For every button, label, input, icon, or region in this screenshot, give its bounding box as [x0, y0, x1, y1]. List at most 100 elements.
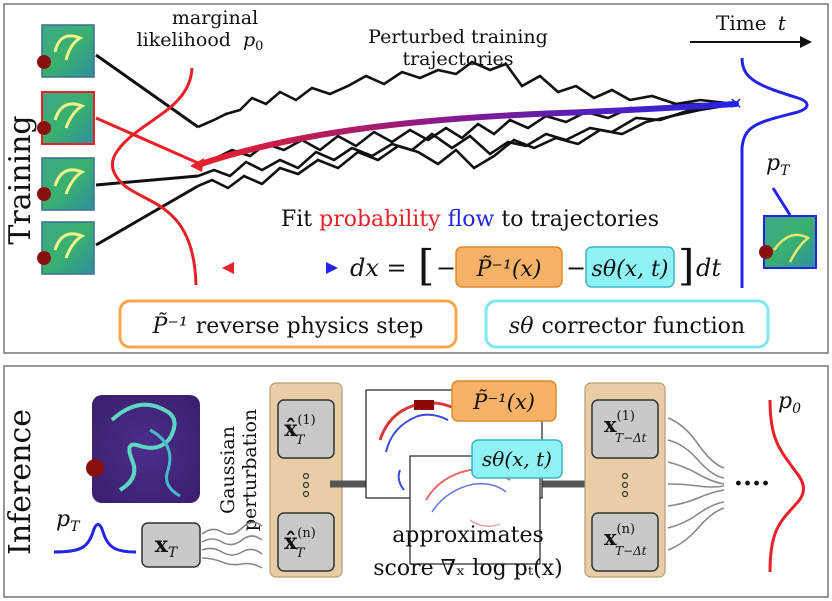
output-sample-1-sup: (1): [617, 409, 635, 424]
output-arrows: [667, 417, 725, 551]
approximates-line1: approximates: [392, 523, 544, 548]
equation-corrector-term: sθ(x, t): [592, 257, 669, 282]
flow-direction-arrow-right-head: [326, 262, 338, 274]
inference-corrector-tag: [471, 439, 563, 479]
xT-box: [141, 522, 201, 568]
marginal-sub: 0: [255, 39, 263, 54]
equation-dt: dt: [696, 254, 721, 282]
equation-corrector-box: [585, 246, 675, 288]
perturbed-sample-n-group: x̂(n) T: [284, 526, 316, 561]
output-sample-1-box: [591, 399, 659, 459]
fit-suffix: to trajectories: [494, 207, 659, 232]
perturbed-sample-1-sub: T: [296, 433, 306, 448]
output-sample-n-label: x: [604, 525, 617, 550]
time-arrow-head: [800, 36, 812, 48]
output-sample-1-label: x: [604, 412, 617, 437]
terminal-distribution-curve: [740, 57, 809, 288]
inference-pT-symbol: p: [56, 507, 70, 532]
legend-corrector-text: corrector function: [541, 314, 745, 339]
terminal-state-image: [86, 395, 200, 503]
time-label: Time: [716, 11, 767, 35]
inference-pT-group: pT: [56, 507, 81, 535]
flow-end-marker: ✕: [729, 94, 742, 113]
inference-p0-curve: [768, 399, 805, 573]
output-sample-n-box: [591, 512, 659, 572]
fit-word-probability: probability: [319, 207, 441, 232]
sample-thumbnail-highlighted: [37, 91, 95, 145]
pT-sub: T: [780, 163, 791, 179]
approximates-line2: score ∇ₓ log pₜ(x): [373, 556, 563, 581]
output-ellipsis: [621, 472, 629, 498]
sample-connector-highlighted: [95, 116, 199, 165]
probability-flow-curve: [195, 101, 739, 168]
legend-corrector-symbol: sθ: [509, 314, 534, 339]
perturbed-sample-n-sub: T: [296, 546, 306, 561]
fit-word-flow: flow: [448, 207, 495, 232]
marginal-label-line2-group: likelihood p0: [137, 29, 264, 54]
inference-section-label: Inference: [3, 409, 38, 555]
xT-group: xT: [155, 532, 179, 561]
flow-arrow-head-start: [190, 158, 204, 172]
pT-symbol: p: [766, 151, 780, 176]
equation-minus-1: −: [436, 254, 456, 282]
terminal-sample-thumbnail: [759, 215, 817, 269]
fit-prefix: Fit: [281, 207, 319, 232]
sample-thumbnail: [37, 157, 95, 211]
output-sample-n-sub: T−Δt: [615, 544, 647, 558]
perturbed-sample-1-label: x̂: [284, 416, 298, 442]
time-symbol: t: [778, 11, 787, 35]
equation-lhs: dx =: [350, 254, 407, 282]
training-samples: [37, 24, 95, 275]
marginal-likelihood-curve: [110, 67, 198, 286]
legend-corrector-group: sθ corrector function: [509, 314, 745, 339]
gaussian-label-line2: perturbation: [239, 409, 261, 531]
sample-connector: [95, 53, 199, 129]
equation-bracket-right: ]: [678, 241, 694, 290]
perturbed-sample-1-box: [277, 399, 335, 459]
sample-ellipsis: [302, 472, 310, 498]
equation-physics-box: [455, 246, 563, 288]
inference-p0-sub: 0: [792, 401, 801, 417]
xT-sub: T: [168, 545, 179, 561]
inference-p0-symbol: p: [778, 389, 792, 414]
gaussian-label-line1: Gaussian: [217, 426, 239, 514]
marginal-symbol: p: [243, 29, 255, 51]
training-section-label: Training: [3, 115, 38, 244]
output-sample-1-group: x(1) T−Δt: [604, 409, 647, 445]
equation-physics-term: P̃⁻¹(x): [476, 256, 542, 282]
perturbed-sample-n-box: [277, 512, 335, 572]
fit-sentence: Fit probability flow to trajectories: [281, 207, 659, 232]
output-sample-n-group: x(n) T−Δt: [604, 522, 647, 558]
inference-panel: [3, 365, 829, 598]
pT-label-group: pT: [766, 151, 791, 179]
trajectories-label-line2: trajectories: [402, 48, 513, 70]
time-label-group: Time t: [716, 11, 787, 35]
pT-connector: [771, 187, 792, 216]
sample-connector: [95, 174, 199, 187]
legend-physics-box: [118, 299, 458, 349]
inference-pT-curve: [53, 523, 137, 554]
perturbed-sample-1-sup: (1): [297, 413, 315, 428]
output-sample-1-sub: T−Δt: [615, 431, 647, 445]
legend-physics-text: reverse physics step: [196, 314, 424, 339]
inference-p0-group: p0: [778, 389, 801, 417]
inference-pT-sub: T: [70, 519, 81, 535]
equation-bracket-left: [: [418, 241, 434, 290]
inference-physics-tag-text: P̃⁻¹(x): [472, 390, 535, 414]
perturbed-trajectories: [197, 60, 737, 190]
marginal-label-line1: marginal: [172, 7, 258, 29]
output-sample-n-sup: (n): [617, 522, 636, 537]
legend-corrector-box: [484, 299, 770, 349]
perturbed-sample-1-group: x̂(1) T: [284, 413, 316, 448]
training-panel: [3, 3, 829, 354]
trajectories-label-line1: Perturbed training: [368, 26, 548, 48]
marginal-label-line2: likelihood: [137, 29, 231, 51]
sample-connector: [95, 184, 199, 247]
xT-label: x: [155, 532, 169, 558]
inference-physics-tag: [451, 380, 557, 422]
perturbed-sample-n-sup: (n): [297, 526, 316, 541]
perturbed-sample-n-label: x̂: [284, 529, 298, 555]
flow-direction-arrow-left-head: [222, 262, 234, 274]
